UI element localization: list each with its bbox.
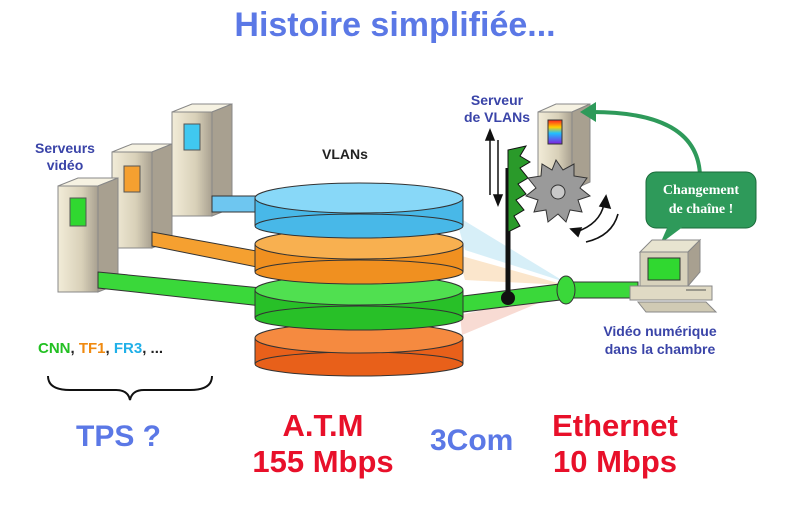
video-servers-label-line1: Serveurs: [35, 140, 95, 156]
vlan-server-label-line1: Serveur: [470, 92, 524, 108]
vlans-label: VLANs: [322, 146, 368, 162]
channel-ellipsis: , ...: [142, 340, 164, 357]
speech-bubble-text: Changement de chaîne !: [646, 181, 756, 219]
switch-lever: [501, 145, 531, 305]
pc-computer: [629, 238, 718, 313]
pipe-orange: [151, 231, 263, 269]
channel-fr3: FR3: [113, 340, 143, 357]
vlan-disk-red: [254, 322, 464, 377]
channel-sep-1: ,: [70, 340, 79, 357]
curved-arrow-icon: [580, 102, 702, 179]
channel-sep-2: ,: [105, 340, 114, 357]
vlan-server-label: Serveur de VLANs: [452, 92, 542, 126]
ethernet-label: Ethernet 10 Mbps: [540, 408, 690, 480]
atm-label: A.T.M 155 Mbps: [248, 408, 398, 480]
video-server-3: [171, 103, 233, 217]
pipe-green: [97, 271, 263, 307]
vlan-server-label-line2: de VLANs: [463, 109, 531, 125]
video-room-label-line1: Vidéo numérique: [603, 323, 717, 339]
gear-icon: [524, 158, 592, 223]
up-down-arrows-icon: [484, 127, 504, 208]
video-server-2: [111, 143, 173, 249]
atm-label-name: A.T.M: [282, 408, 364, 443]
channel-list: CNN, TF1, FR3, ...: [38, 340, 163, 357]
video-server-1: [57, 177, 119, 293]
speech-bubble-line2: de chaîne !: [668, 202, 734, 217]
video-room-label-line2: dans la chambre: [604, 341, 716, 357]
vlan-disk-blue: [254, 182, 464, 239]
vlan-disk-green: [254, 274, 464, 331]
ethernet-label-name: Ethernet: [552, 408, 678, 443]
channel-cnn: CNN: [38, 340, 71, 357]
speech-bubble-line1: Changement: [662, 183, 740, 198]
curly-brace: [47, 375, 213, 401]
atm-label-speed: 155 Mbps: [252, 444, 394, 479]
video-servers-label-line2: vidéo: [46, 157, 84, 173]
channel-tf1: TF1: [78, 340, 106, 357]
rotation-arrows-icon: [569, 194, 619, 243]
page-title: Histoire simplifiée...: [234, 6, 556, 44]
tps-label: TPS ?: [76, 420, 162, 453]
threecom-label: 3Com: [430, 424, 514, 457]
video-room-label: Vidéo numérique dans la chambre: [590, 322, 730, 358]
video-servers-label: Serveurs vidéo: [30, 140, 100, 174]
ethernet-label-speed: 10 Mbps: [552, 444, 678, 479]
